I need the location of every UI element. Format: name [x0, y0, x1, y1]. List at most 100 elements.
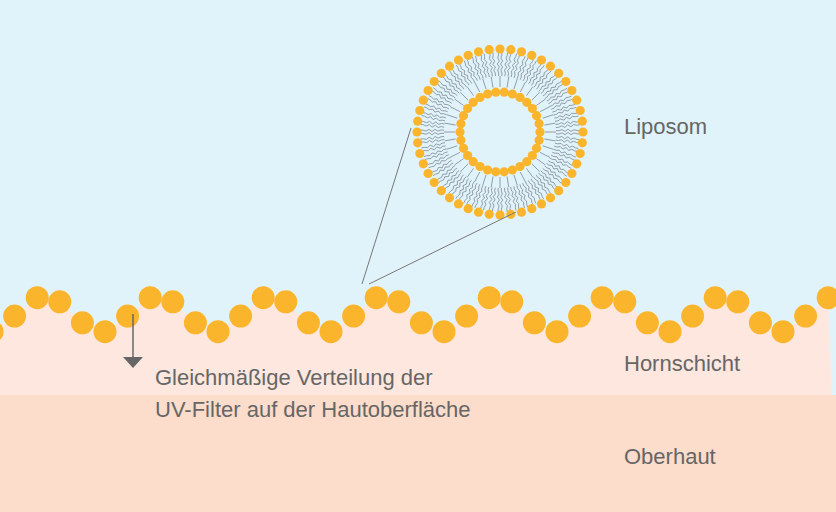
lipid-tail	[421, 140, 445, 143]
lipid-head	[546, 193, 555, 202]
lipid-tail	[552, 152, 575, 160]
lipid-tail	[484, 54, 489, 77]
uv-filter-dot	[749, 311, 772, 334]
uv-filter-dot	[26, 286, 49, 309]
lipid-tail	[422, 112, 445, 118]
lipid-head	[527, 51, 536, 60]
lipid-tail	[497, 188, 499, 212]
lipid-tail	[520, 57, 528, 80]
lipid-head	[506, 45, 515, 54]
lipid-tail	[527, 87, 533, 96]
lipid-head	[437, 186, 446, 195]
lipid-tail	[544, 123, 555, 125]
lipid-tail	[500, 177, 501, 188]
lipid-tail	[467, 87, 473, 96]
lipid-head	[424, 86, 433, 95]
lipid-tail	[556, 140, 580, 143]
lipid-head	[424, 169, 433, 178]
lipid-head	[567, 169, 576, 178]
lipid-head	[495, 44, 504, 53]
uv-filter-dot	[365, 286, 388, 309]
lipid-head	[474, 47, 483, 56]
lipid-head	[535, 136, 544, 145]
lipid-tail	[556, 132, 580, 134]
leader-line	[369, 212, 516, 284]
lipid-tail	[455, 159, 464, 165]
lipid-tail	[507, 176, 509, 187]
uv-filter-dot	[681, 305, 704, 328]
uv-filter-dot	[613, 290, 636, 313]
lipid-tail	[544, 139, 555, 141]
lipid-tail	[511, 187, 516, 210]
lipid-head	[454, 199, 463, 208]
arrow-head	[123, 357, 143, 368]
lipid-head	[572, 96, 581, 105]
lipid-tail	[497, 52, 499, 76]
lipid-tail	[500, 76, 501, 87]
lipid-head	[572, 159, 581, 168]
lipid-tail	[543, 146, 554, 149]
lipid-head	[474, 208, 483, 217]
uv-filter-dot	[591, 286, 614, 309]
uv-filter-dot	[252, 286, 275, 309]
lipid-tail	[444, 173, 461, 190]
lipid-tail	[520, 172, 525, 182]
lipid-tail	[483, 175, 486, 186]
leader-line	[362, 128, 411, 284]
lipid-tail	[424, 149, 447, 157]
uv-filter-dot	[342, 305, 365, 328]
uv-filter-dot	[387, 290, 410, 313]
liposome-drawing	[412, 44, 587, 219]
lipid-tail	[553, 107, 576, 115]
lipid-head	[459, 144, 468, 153]
uv-filter-dot	[523, 311, 546, 334]
lipid-head	[430, 178, 439, 187]
lipid-tail	[551, 99, 573, 109]
lipid-head	[517, 208, 526, 217]
lipid-tail	[514, 79, 517, 90]
liposome-label: Liposom	[624, 111, 707, 143]
lipid-tail	[425, 104, 448, 112]
lipid-tail	[556, 137, 580, 140]
lipid-tail	[556, 121, 580, 124]
lipid-head	[412, 127, 421, 136]
lipid-head	[415, 106, 424, 115]
lipid-head	[456, 136, 465, 145]
uv-filter-dot	[139, 286, 162, 309]
lipid-tail	[489, 53, 492, 77]
uv-filter-dot	[3, 305, 26, 328]
lipid-tail	[420, 137, 444, 140]
lipid-head	[445, 62, 454, 71]
lipid-head	[532, 111, 541, 120]
lipid-tail	[472, 184, 480, 207]
lipid-head	[485, 210, 494, 219]
lipid-head	[419, 96, 428, 105]
lipid-tail	[467, 59, 477, 81]
lipid-head	[508, 165, 517, 174]
lipid-head	[454, 56, 463, 65]
lipid-tail	[460, 92, 468, 100]
lipid-tail	[539, 75, 556, 92]
lipid-tail	[450, 107, 460, 112]
lipid-tail	[493, 52, 496, 76]
lipid-tail	[541, 171, 558, 188]
lipid-tail	[532, 92, 540, 100]
uv-filter-dot	[207, 320, 230, 343]
uv-filter-dot	[320, 320, 343, 343]
lipid-tail	[501, 188, 503, 212]
lipid-head	[464, 51, 473, 60]
lipid-tail	[514, 54, 520, 77]
uv-filter-dot	[726, 290, 749, 313]
lipid-head	[535, 127, 544, 136]
lipid-tail	[427, 155, 449, 165]
lipid-tail	[445, 139, 456, 141]
uv-filter-dot	[116, 305, 139, 328]
lipid-tail	[555, 116, 578, 121]
uv-filter-dot	[0, 320, 4, 343]
lipid-tail	[514, 175, 517, 186]
lipid-tail	[420, 129, 444, 131]
lipid-tail	[475, 56, 483, 79]
lipid-tail	[505, 188, 508, 212]
uv-filter-dot	[772, 320, 795, 343]
